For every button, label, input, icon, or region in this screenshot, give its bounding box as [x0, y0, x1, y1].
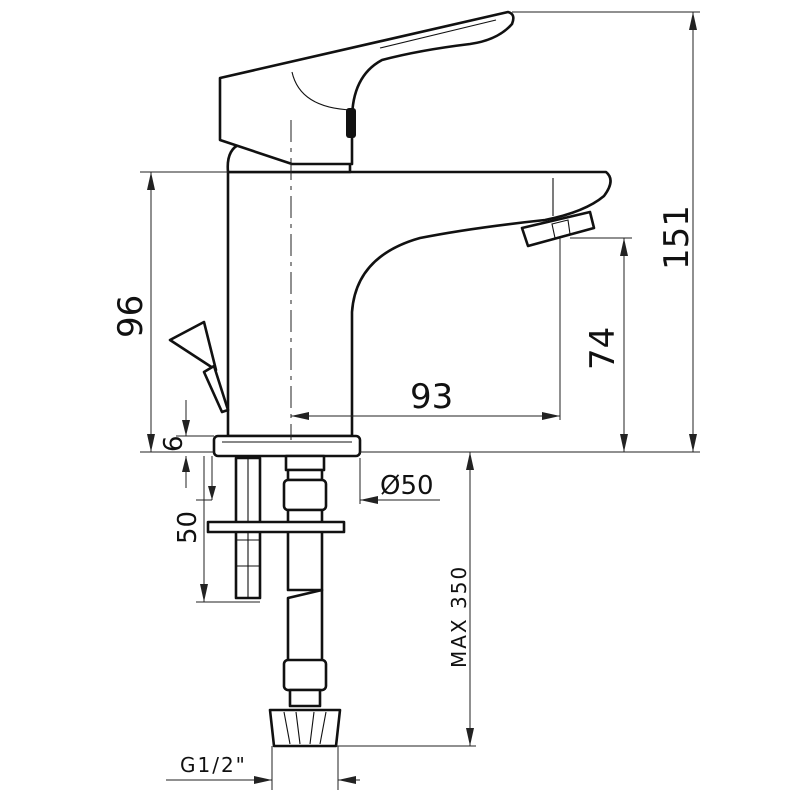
dim-label-shank-length: 50 [173, 511, 203, 544]
dim-label-thread: G1/2" [180, 753, 247, 777]
dim-label-outlet-height: 74 [583, 327, 623, 370]
dim-label-body-height: 96 [111, 295, 151, 338]
dim-label-total-height: 151 [657, 205, 697, 270]
dim-label-base-diameter: Ø50 [380, 471, 434, 501]
flexible-hose [268, 454, 342, 748]
base-plate [212, 434, 362, 458]
dim-label-hose-length: MAX 350 [447, 565, 471, 668]
dim-label-base-thickness: 6 [159, 435, 189, 452]
lever-handle [218, 10, 515, 166]
fixing-plate [206, 520, 346, 534]
dimension-lines [140, 11, 700, 790]
dim-label-spout-reach: 93 [410, 377, 453, 417]
popup-rod [168, 320, 230, 414]
